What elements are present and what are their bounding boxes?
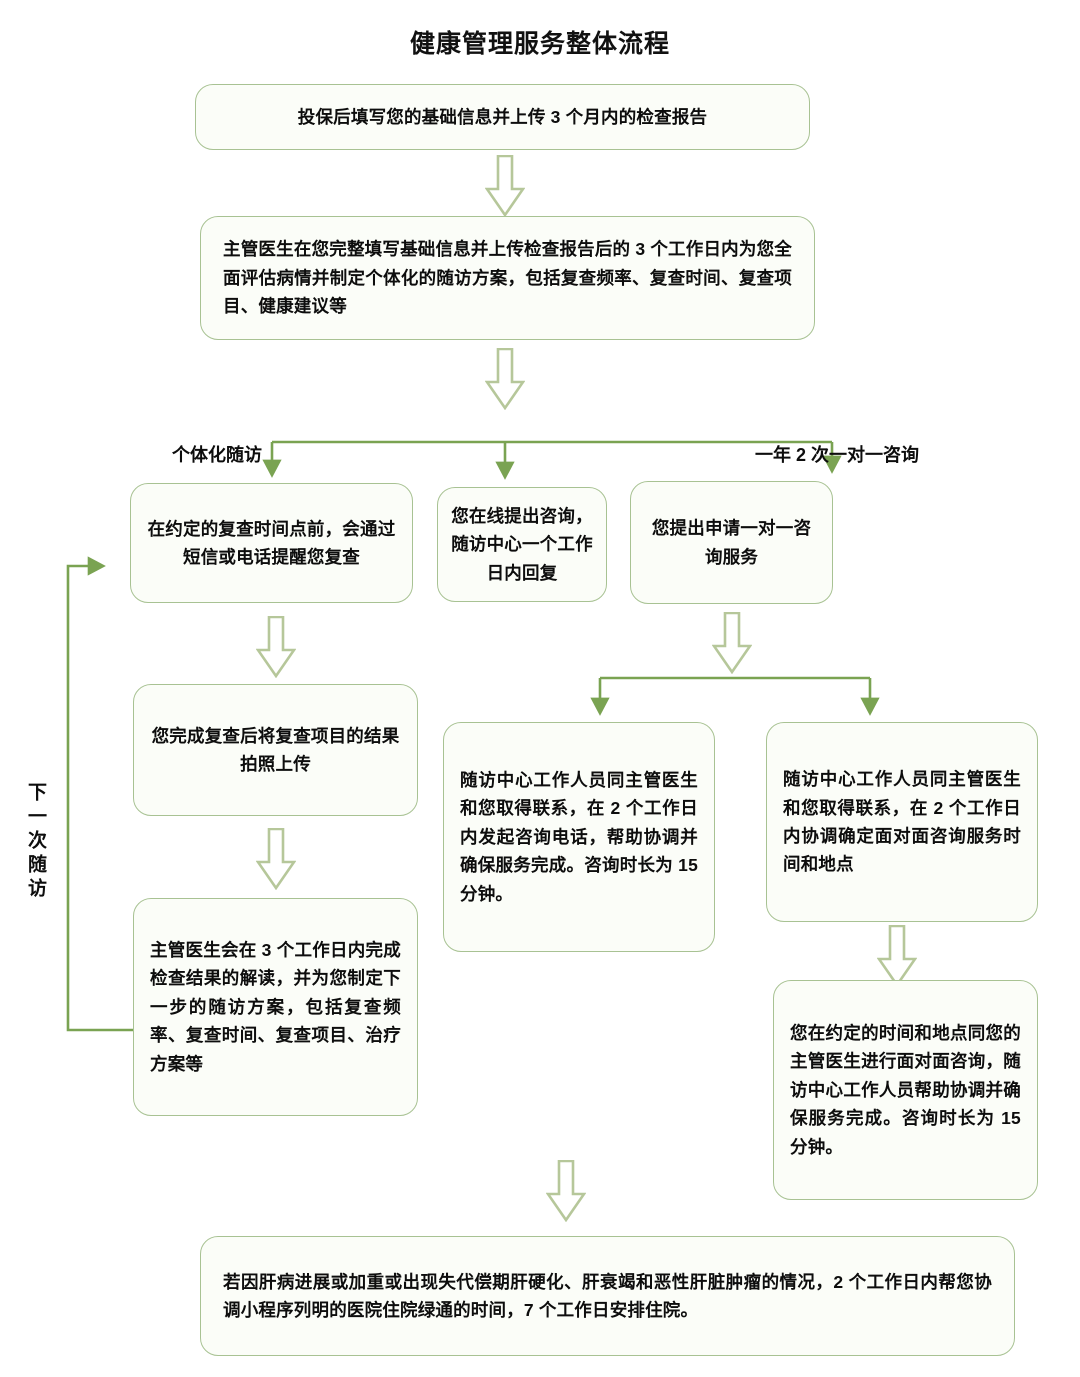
node-arrange-f2f-text: 随访中心工作人员同主管医生和您取得联系，在 2 个工作日内协调确定面对面咨询服务… — [783, 769, 1021, 875]
node-remind[interactable]: 在约定的复查时间点前，会通过短信或电话提醒您复查 — [130, 483, 413, 603]
node-hospital-text: 若因肝病进展或加重或出现失代偿期肝硬化、肝衰竭和恶性肝脏肿瘤的情况，2 个工作日… — [223, 1271, 992, 1320]
node-phone-consult-text: 随访中心工作人员同主管医生和您取得联系，在 2 个工作日内发起咨询电话，帮助协调… — [460, 770, 698, 904]
node-apply-one-on-one[interactable]: 您提出申请一对一咨询服务 — [630, 481, 833, 604]
block-arrow-arrange-to-f2f — [877, 925, 917, 987]
node-doctor-reads-text: 主管医生会在 3 个工作日内完成检查结果的解读，并为您制定下一步的随访方案，包括… — [150, 940, 401, 1074]
block-arrow-start-to-plan — [485, 155, 525, 217]
block-arrow-apply-to-split — [712, 612, 752, 674]
split-three-way — [262, 440, 842, 480]
branch-label-personalized-followup: 个体化随访 — [172, 445, 262, 465]
block-arrow-plan-to-split — [485, 348, 525, 410]
node-upload-result-text: 您完成复查后将复查项目的结果拍照上传 — [151, 725, 400, 774]
node-phone-consult[interactable]: 随访中心工作人员同主管医生和您取得联系，在 2 个工作日内发起咨询电话，帮助协调… — [443, 722, 715, 952]
node-arrange-f2f[interactable]: 随访中心工作人员同主管医生和您取得联系，在 2 个工作日内协调确定面对面咨询服务… — [766, 722, 1038, 922]
node-remind-text: 在约定的复查时间点前，会通过短信或电话提醒您复查 — [147, 518, 396, 567]
branch-label-one-on-one-consult: 一年 2 次一对一咨询 — [755, 445, 920, 465]
node-start-text: 投保后填写您的基础信息并上传 3 个月内的检查报告 — [297, 106, 708, 127]
node-upload-result[interactable]: 您完成复查后将复查项目的结果拍照上传 — [133, 684, 418, 816]
block-arrow-remind-to-upload — [256, 616, 296, 678]
loop-next-followup — [66, 556, 133, 1032]
page-title: 健康管理服务整体流程 — [409, 30, 670, 58]
split-two-way — [590, 676, 880, 716]
node-online-consult[interactable]: 您在线提出咨询，随访中心一个工作日内回复 — [437, 487, 607, 602]
node-doctor-reads[interactable]: 主管医生会在 3 个工作日内完成检查结果的解读，并为您制定下一步的随访方案，包括… — [133, 898, 418, 1116]
node-plan[interactable]: 主管医生在您完整填写基础信息并上传检查报告后的 3 个工作日内为您全面评估病情并… — [200, 216, 815, 340]
node-plan-text: 主管医生在您完整填写基础信息并上传检查报告后的 3 个工作日内为您全面评估病情并… — [223, 239, 792, 317]
node-online-consult-text: 您在线提出咨询，随访中心一个工作日内回复 — [451, 505, 593, 583]
node-apply-one-on-one-text: 您提出申请一对一咨询服务 — [651, 518, 812, 567]
block-arrow-to-hospital — [546, 1160, 586, 1222]
block-arrow-upload-to-doctor — [256, 828, 296, 890]
loop-label-next-followup: 下一次随访 — [25, 782, 46, 902]
node-start[interactable]: 投保后填写您的基础信息并上传 3 个月内的检查报告 — [195, 84, 810, 150]
node-f2f-consult[interactable]: 您在约定的时间和地点同您的主管医生进行面对面咨询，随访中心工作人员帮助协调并确保… — [773, 980, 1038, 1200]
node-hospital[interactable]: 若因肝病进展或加重或出现失代偿期肝硬化、肝衰竭和恶性肝脏肿瘤的情况，2 个工作日… — [200, 1236, 1015, 1356]
node-f2f-consult-text: 您在约定的时间和地点同您的主管医生进行面对面咨询，随访中心工作人员帮助协调并确保… — [790, 1023, 1021, 1157]
